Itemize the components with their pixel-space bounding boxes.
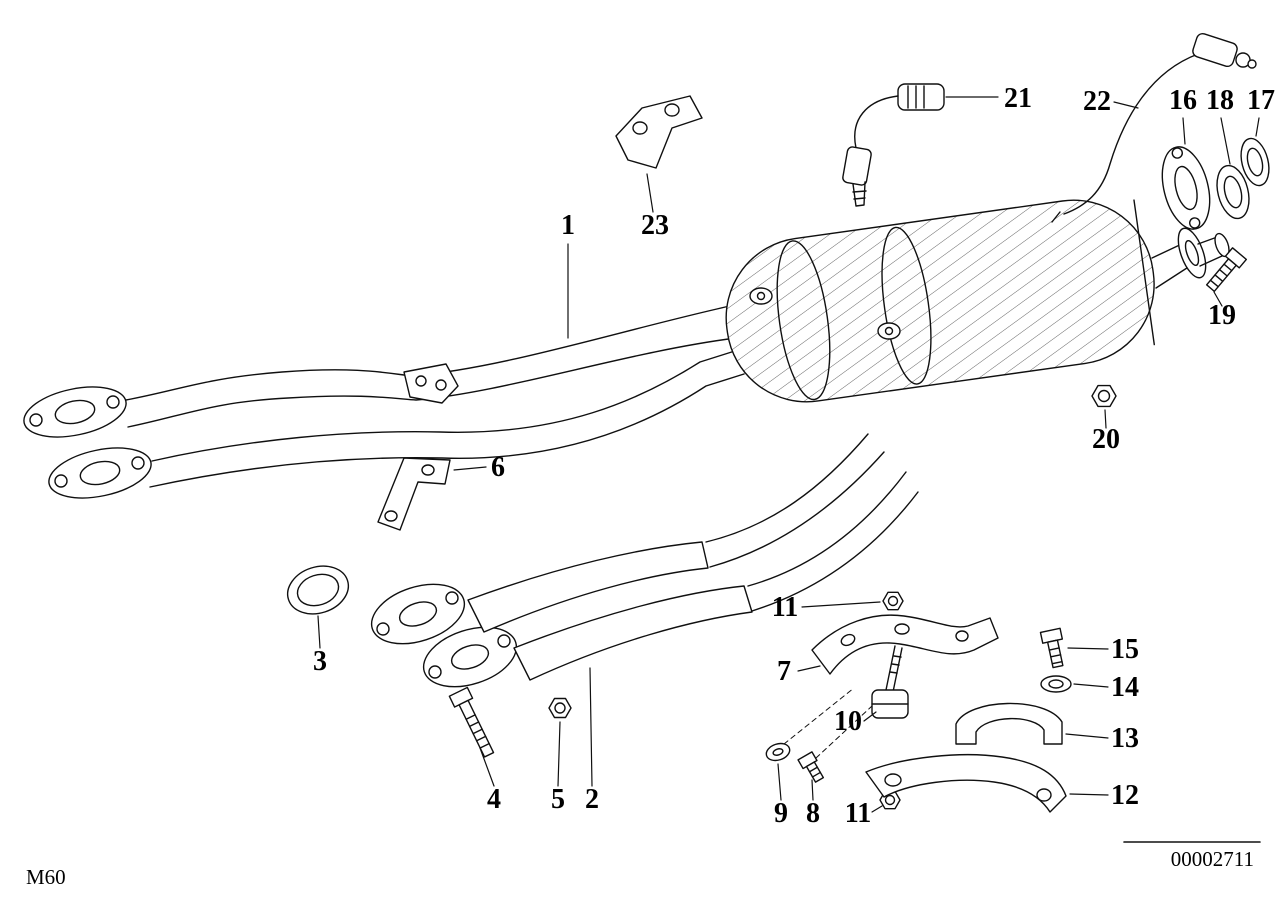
washer-14: [1040, 675, 1072, 693]
leader-lines: [317, 96, 1260, 813]
rubber-mount-10: [871, 645, 909, 719]
support-bracket-7: [811, 614, 999, 675]
nut-5: [548, 697, 572, 719]
callout-19: 19: [1208, 300, 1236, 331]
support-bracket-6: [377, 457, 451, 531]
callout-16: 16: [1169, 85, 1197, 116]
clamp-13: [955, 702, 1063, 745]
oxygen-sensor-front: [842, 83, 945, 207]
callout-20: 20: [1092, 424, 1120, 455]
catalyst-cones: [467, 433, 919, 681]
callout-12: 12: [1111, 780, 1139, 811]
callout-2: 2: [585, 784, 599, 815]
bolt-4: [448, 686, 495, 758]
callout-labels: 1 23 21 22 16 18 17 19 20 6 3 4 5 2 11 7…: [313, 83, 1275, 829]
bolt-19: [1205, 247, 1248, 293]
catalyst-flange-pair: [370, 583, 518, 688]
callout-15: 15: [1111, 634, 1139, 665]
diagram-number-label: 00002711: [1171, 847, 1254, 871]
bolt-15: [1039, 627, 1064, 669]
muffler-assembly: [725, 199, 1230, 403]
callout-7: 7: [777, 656, 791, 687]
washer-9: [765, 742, 791, 762]
callout-14: 14: [1111, 672, 1139, 703]
callout-13: 13: [1111, 723, 1139, 754]
callout-18: 18: [1206, 85, 1234, 116]
bracket-12: [865, 754, 1067, 813]
callout-5: 5: [551, 784, 565, 815]
gasket-ring-18: [1216, 164, 1250, 220]
callout-11-lower: 11: [845, 798, 871, 829]
callout-11-upper: 11: [772, 592, 798, 623]
callout-8: 8: [806, 798, 820, 829]
callout-1: 1: [561, 210, 575, 241]
callout-4: 4: [487, 784, 501, 815]
nut-11-upper: [882, 591, 904, 611]
callout-3: 3: [313, 646, 327, 677]
bolt-8: [797, 751, 825, 783]
gasket-ring-3: [286, 565, 350, 615]
callout-22: 22: [1083, 86, 1111, 117]
callout-17: 17: [1247, 85, 1275, 116]
front-flange-pair: [23, 386, 152, 499]
assembly-guides: [783, 687, 873, 759]
callout-6: 6: [491, 452, 505, 483]
callout-9: 9: [774, 798, 788, 829]
nut-20: [1091, 384, 1117, 408]
oxygen-sensor-rear: [1051, 32, 1257, 223]
callout-10: 10: [834, 706, 862, 737]
gasket-16: [1161, 146, 1211, 230]
model-code-label: M60: [26, 865, 66, 889]
callout-23: 23: [641, 210, 669, 241]
holder-bracket-23: [615, 95, 703, 169]
pipe-bracket: [403, 363, 459, 404]
callout-21: 21: [1004, 83, 1032, 114]
front-pipes: [125, 305, 745, 488]
gasket-ring-17: [1240, 137, 1270, 187]
